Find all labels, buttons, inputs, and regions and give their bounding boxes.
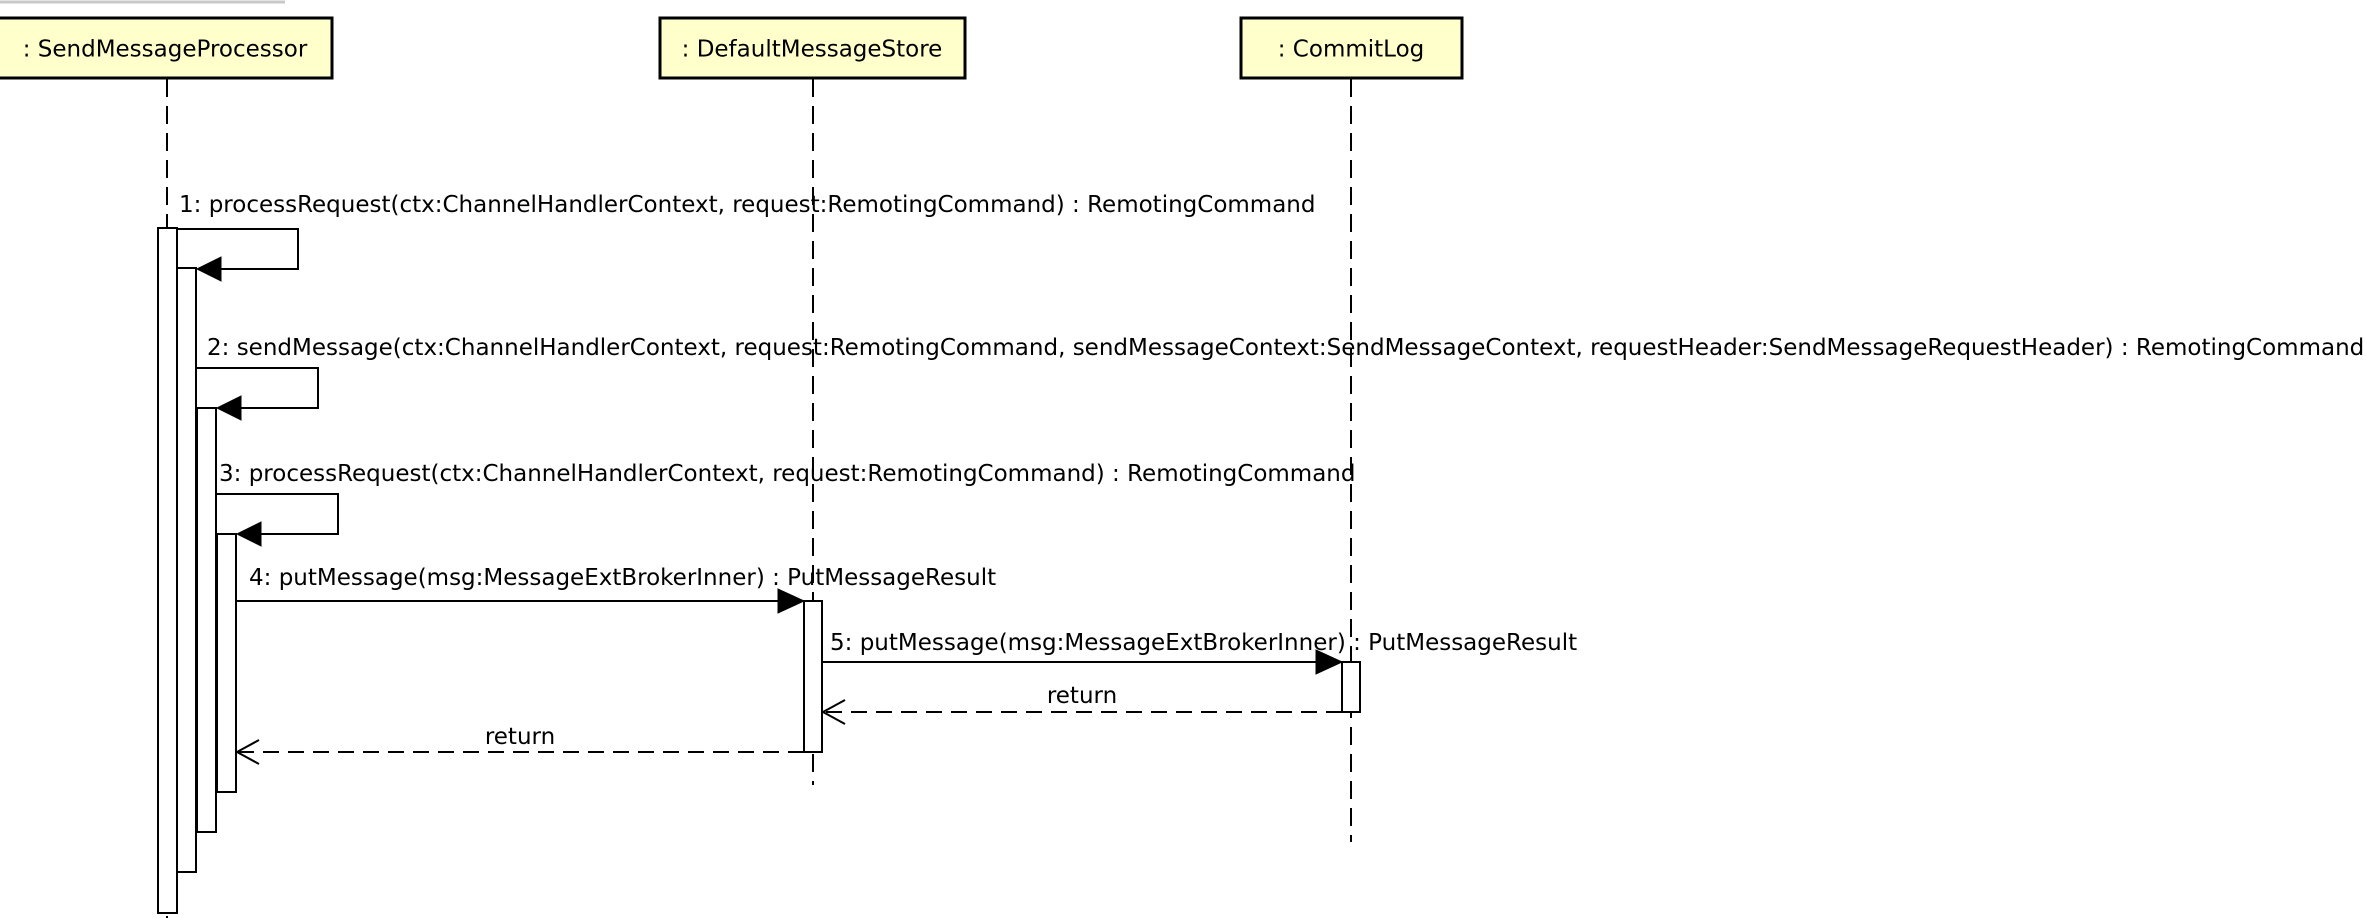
- message-4-label: 4: putMessage(msg:MessageExtBrokerInner)…: [249, 565, 996, 591]
- participant-commit-log[interactable]: : CommitLog: [1239, 16, 1464, 80]
- message-5-arrowhead: [1315, 649, 1344, 675]
- message-1-arrowhead: [195, 256, 222, 282]
- message-3-arrowhead: [235, 521, 262, 547]
- message-2-label: 2: sendMessage(ctx:ChannelHandlerContext…: [207, 335, 2364, 361]
- participant-label: : DefaultMessageStore: [682, 37, 943, 63]
- participant-box: [0, 16, 334, 80]
- message-3: 3: processRequest(ctx:ChannelHandlerCont…: [216, 461, 1355, 547]
- participant-send-message-processor[interactable]: : SendMessageProcessor: [0, 16, 334, 80]
- message-2: 2: sendMessage(ctx:ChannelHandlerContext…: [196, 335, 2364, 421]
- activation-bar-4: [216, 533, 237, 793]
- participant-label: : SendMessageProcessor: [23, 37, 308, 63]
- activation-bar-3: [196, 407, 217, 833]
- participant-box: [1239, 16, 1464, 80]
- activation-bar-commitlog: [1341, 661, 1361, 713]
- participant-box: [658, 16, 967, 80]
- activation-bar-store: [803, 600, 823, 753]
- participant-label: : CommitLog: [1278, 37, 1425, 63]
- return-commitlog-to-store: return: [820, 683, 1342, 725]
- return-1-arrowhead: [820, 699, 846, 725]
- message-1-label: 1: processRequest(ctx:ChannelHandlerCont…: [179, 192, 1315, 218]
- message-5-label: 5: putMessage(msg:MessageExtBrokerInner)…: [830, 630, 1577, 656]
- message-4: 4: putMessage(msg:MessageExtBrokerInner)…: [236, 565, 996, 614]
- message-3-label: 3: processRequest(ctx:ChannelHandlerCont…: [219, 461, 1355, 487]
- return-1-label: return: [1047, 683, 1117, 709]
- message-4-arrowhead: [777, 588, 806, 614]
- message-3-line: [216, 493, 339, 535]
- return-store-to-processor: return: [234, 724, 804, 765]
- return-2-label: return: [485, 724, 555, 750]
- message-2-line: [196, 367, 319, 409]
- message-5: 5: putMessage(msg:MessageExtBrokerInner)…: [822, 630, 1577, 675]
- message-2-arrowhead: [215, 395, 242, 421]
- participant-default-message-store[interactable]: : DefaultMessageStore: [658, 16, 967, 80]
- message-1: 1: processRequest(ctx:ChannelHandlerCont…: [177, 192, 1315, 282]
- activation-bar-1: [157, 227, 178, 914]
- activation-bar-2: [176, 267, 197, 873]
- message-1-line: [177, 228, 299, 270]
- return-2-arrowhead: [234, 739, 260, 765]
